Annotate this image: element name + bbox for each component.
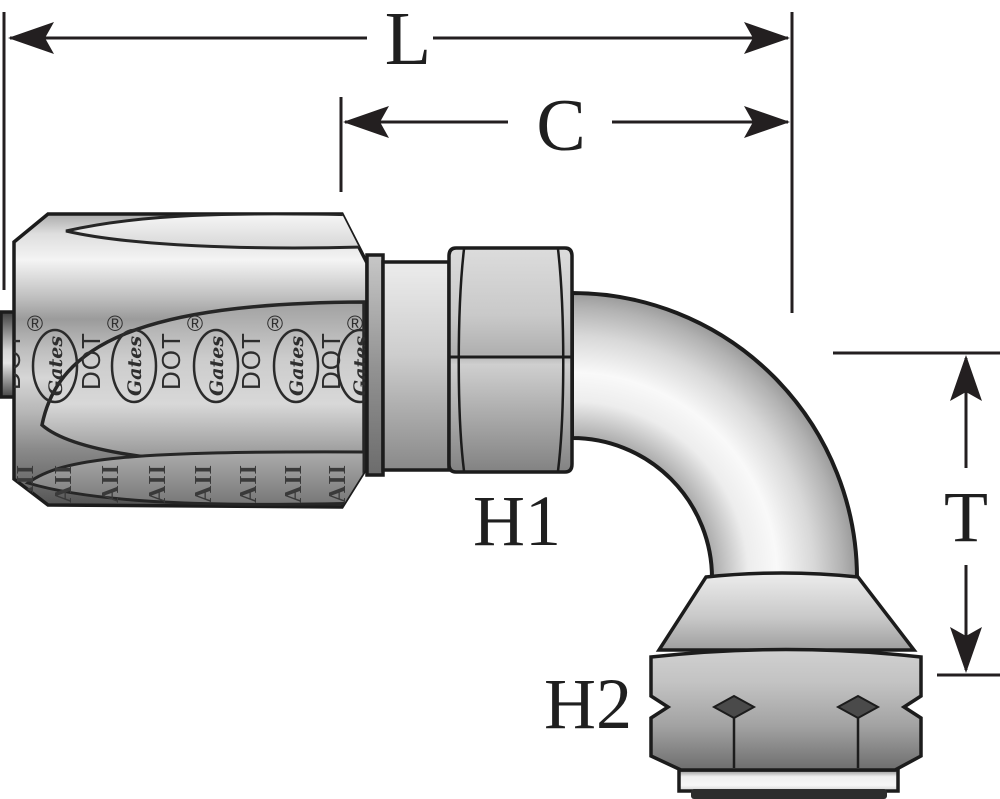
dimension-callouts: L C T H1 H2 [2, 0, 1000, 744]
dimension-label-c: C [536, 85, 585, 167]
shell-marking-aii: AII [325, 464, 351, 503]
arrowhead-left [8, 22, 54, 54]
arrowhead-left [343, 106, 389, 138]
elbow-tube [570, 290, 860, 580]
coupling-illustration: DOT DOT DOT DOT DOT ® ® ® ® ® Gates Gate… [0, 212, 923, 799]
arrowhead-right [744, 22, 790, 54]
arrowhead-down [950, 627, 982, 673]
hex-nut-h2 [649, 647, 923, 772]
end-band [691, 789, 887, 799]
hex-nut-h1-facet [556, 248, 565, 472]
gates-logo-oval: Gates [31, 328, 79, 404]
gates-script: Gates [206, 336, 228, 396]
shell-marking-aii: AII [51, 464, 77, 503]
shell-middle-lens [40, 300, 366, 469]
gates-logo-oval: Gates [110, 328, 158, 404]
shell-marking-aii: AII [191, 464, 217, 503]
hex-nut-h1-facet [457, 248, 466, 472]
arrowhead-up [950, 355, 982, 401]
hex-facet-diamond [711, 694, 757, 720]
thread-cylinder [677, 768, 900, 793]
shell-marking-dot: DOT [156, 332, 186, 390]
shell-marking-aii: AII [281, 464, 307, 503]
shell-marking-dot: DOT [236, 332, 266, 390]
shell-right-face [365, 253, 385, 477]
shell-marking-aii: AII [236, 464, 262, 503]
arrowhead-right [744, 106, 790, 138]
dimension-label-l: L [385, 0, 431, 81]
shell-marking-dot: DOT [0, 332, 26, 390]
dimension-label-h1: H1 [473, 481, 561, 561]
shell-marking-registered: ® [347, 311, 363, 336]
dimension-label-t: T [944, 477, 988, 557]
dimension-label-h2: H2 [544, 664, 632, 744]
collar [381, 260, 451, 472]
shell-marking-dot: DOT [76, 332, 106, 390]
swivel-cone [655, 571, 918, 652]
gates-script: Gates [45, 336, 67, 396]
hex-facet-diamond [835, 694, 881, 720]
gates-logo-oval: Gates [336, 328, 372, 404]
shell-marking-aii: AII [145, 464, 171, 503]
gates-logo-oval: Gates [272, 328, 320, 404]
shell-marking-registered: ® [107, 311, 123, 336]
shell-marking-registered: ® [267, 311, 283, 336]
gates-script: Gates [350, 336, 372, 396]
shell-marking-registered: ® [27, 311, 43, 336]
shell-marking-registered: ® [187, 311, 203, 336]
hex-nut-h1 [447, 246, 574, 474]
gates-logo-oval: Gates [192, 328, 240, 404]
gates-script: Gates [286, 336, 308, 396]
shell-marking-dot: DOT [316, 332, 346, 390]
shell-marking-aii: AII [98, 464, 124, 503]
gates-script: Gates [124, 336, 146, 396]
